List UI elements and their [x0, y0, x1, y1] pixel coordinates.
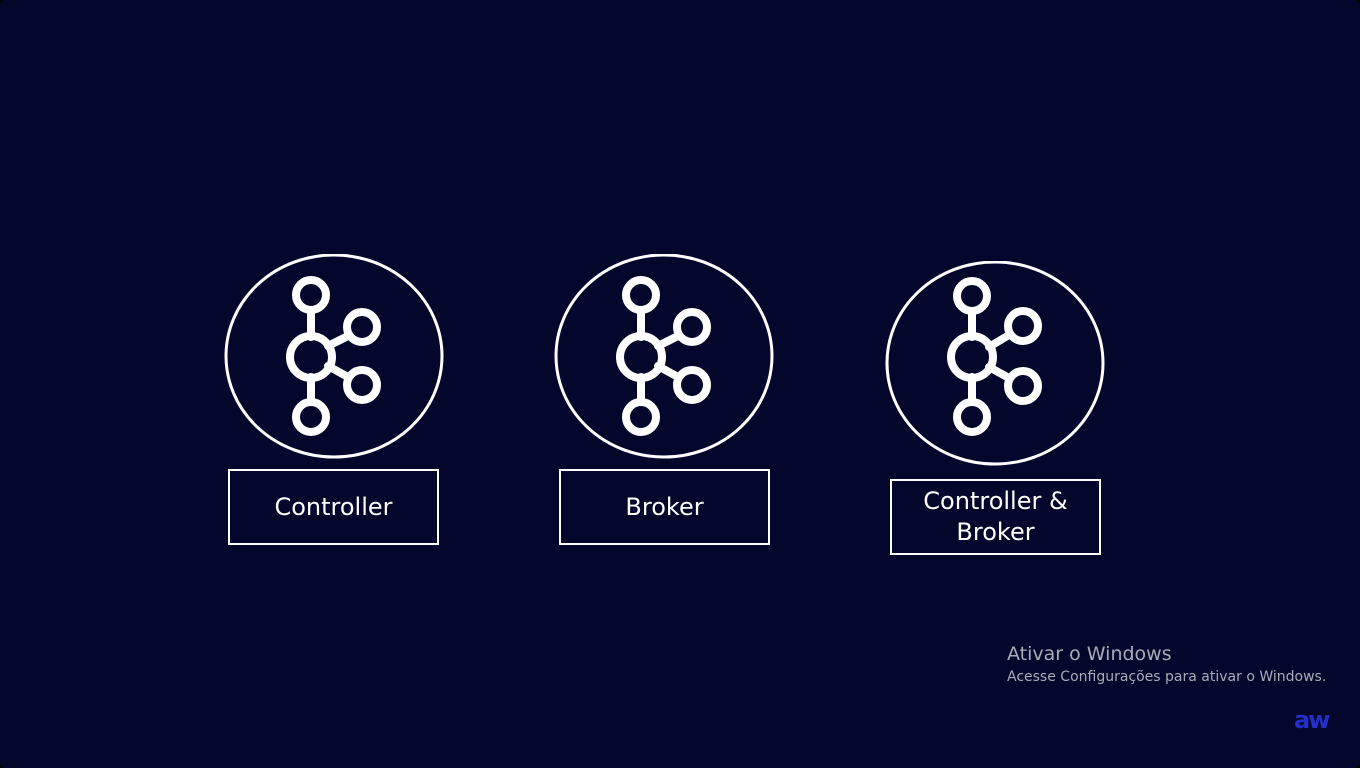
broker-label-box: Broker	[559, 469, 770, 545]
controller-broker-label: Controller & Broker	[923, 487, 1068, 546]
broker-node	[554, 254, 776, 460]
kafka-logo-icon	[947, 277, 1042, 436]
controller-node	[224, 254, 446, 460]
activation-title: Ativar o Windows	[1007, 643, 1172, 665]
controller-label-box: Controller	[228, 469, 439, 545]
controller-broker-circle	[885, 261, 1105, 466]
windows-activation-watermark: Ativar o Windows Acesse Configurações pa…	[1007, 642, 1326, 688]
activation-subtitle: Acesse Configurações para ativar o Windo…	[1007, 669, 1327, 685]
broker-label: Broker	[625, 492, 704, 521]
controller-circle	[224, 254, 444, 459]
controller-broker-node	[885, 261, 1107, 467]
broker-circle	[554, 254, 774, 459]
kafka-logo-icon	[616, 276, 711, 436]
controller-label: Controller	[274, 492, 393, 521]
controller-broker-label-box: Controller & Broker	[890, 479, 1101, 555]
kafka-logo-icon	[286, 276, 381, 436]
brand-logo: aw	[1294, 706, 1330, 734]
